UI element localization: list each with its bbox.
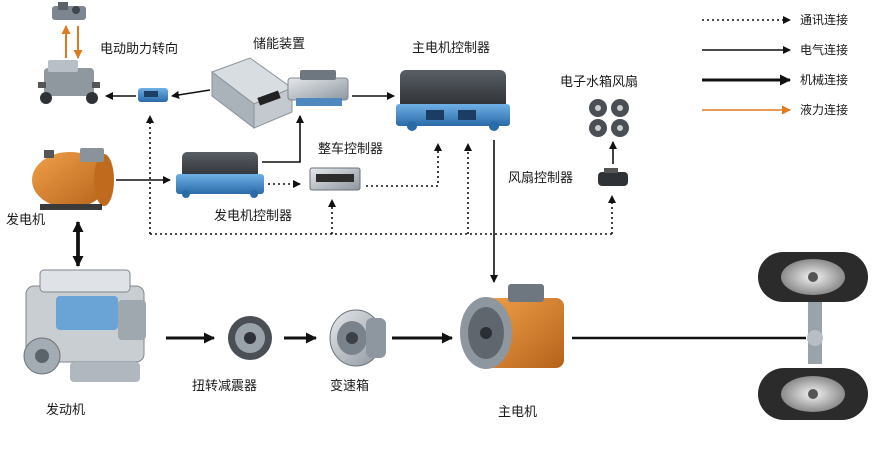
legend-label-comm: 通讯连接 xyxy=(800,13,849,27)
label-radiator-fan: 电子水箱风扇 xyxy=(560,75,639,90)
generator-controller-icon xyxy=(176,152,264,198)
comm-bus xyxy=(146,115,616,235)
elec-storage-to-controller xyxy=(171,89,211,99)
generator-icon xyxy=(32,148,114,210)
label-engine: 发动机 xyxy=(46,403,86,418)
tire-top-icon xyxy=(758,252,868,302)
rear-axle-icon xyxy=(807,288,823,364)
label-main-motor: 主电机 xyxy=(498,405,538,420)
gearbox-icon xyxy=(329,309,386,367)
tire-bottom-icon xyxy=(758,368,868,420)
engine-icon xyxy=(23,269,146,382)
legend-label-elec: 电气连接 xyxy=(800,43,849,57)
steering-pump-icon xyxy=(52,2,86,20)
main-motor-controller-icon xyxy=(396,70,510,131)
radiator-fan-icon xyxy=(589,99,629,137)
steering-controller-icon xyxy=(138,88,168,102)
legend-label-hydr: 液力连接 xyxy=(800,103,849,117)
torsional-damper-icon xyxy=(228,316,272,360)
power-steering-icon xyxy=(38,60,100,104)
label-vehicle-controller: 整车控制器 xyxy=(318,142,384,157)
energy-storage-icon xyxy=(210,57,294,130)
label-power-steering: 电动助力转向 xyxy=(100,42,179,57)
main-motor-icon xyxy=(460,284,564,369)
label-generator: 发电机 xyxy=(6,213,46,228)
elec-gencontroller-to-storage xyxy=(262,115,304,163)
label-energy-storage: 储能装置 xyxy=(253,37,306,52)
label-generator-controller: 发电机控制器 xyxy=(214,209,293,224)
vehicle-controller-icon xyxy=(309,167,361,191)
energy-storage-module-icon xyxy=(287,70,349,106)
fan-controller-icon xyxy=(598,168,628,186)
label-gearbox: 变速箱 xyxy=(330,379,370,394)
label-torsional-damper: 扭转减震器 xyxy=(192,379,258,394)
label-fan-controller: 风扇控制器 xyxy=(508,171,574,186)
legend-label-mech: 机械连接 xyxy=(800,73,849,87)
label-main-motor-controller: 主电机控制器 xyxy=(412,41,491,56)
